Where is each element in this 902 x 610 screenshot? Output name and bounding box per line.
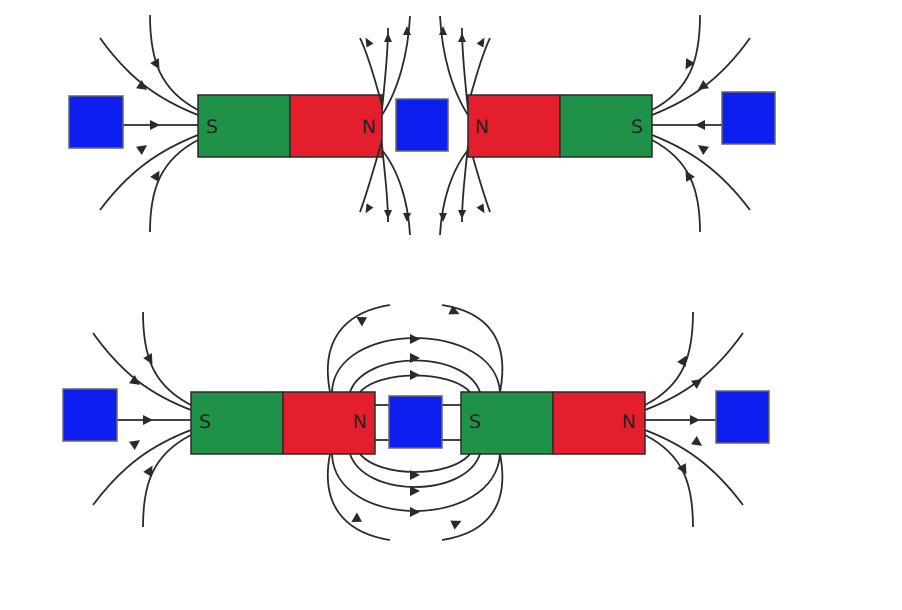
top-repulsion-arrangement: S N	[68, 14, 776, 236]
pole-label: N	[362, 116, 376, 138]
top-left-s-field-lines	[99, 14, 199, 233]
blank-square-middle-top	[395, 98, 449, 152]
bottom-right-magnet: S N	[460, 391, 646, 455]
pole-label: N	[622, 411, 636, 433]
bottom-attraction-arrangement: S N	[62, 304, 770, 541]
blank-square-left-top	[68, 95, 124, 149]
top-right-magnet: N S	[467, 94, 653, 158]
north-pole	[467, 94, 561, 158]
south-pole	[559, 94, 653, 158]
pole-label: S	[469, 411, 481, 433]
blank-square-right-top	[721, 91, 776, 145]
bottom-left-s-field-lines	[92, 311, 192, 528]
pole-label: S	[199, 411, 211, 433]
north-pole	[552, 391, 646, 455]
bottom-left-magnet: S N	[190, 391, 376, 455]
bottom-attraction-field-lines	[326, 304, 504, 541]
pole-label: N	[475, 116, 489, 138]
blank-square-middle-bottom	[388, 395, 443, 449]
pole-label: S	[631, 116, 643, 138]
bottom-right-n-field-lines	[644, 311, 744, 528]
south-pole	[190, 391, 284, 455]
pole-label: S	[206, 116, 218, 138]
blank-square-right-bottom	[715, 390, 770, 444]
top-right-s-field-lines	[651, 14, 751, 233]
north-pole	[289, 94, 383, 158]
pole-label: N	[353, 411, 367, 433]
top-repulsion-field-lines	[359, 15, 491, 236]
blank-square-left-bottom	[62, 388, 118, 442]
north-pole	[282, 391, 376, 455]
top-left-magnet: S N	[197, 94, 383, 158]
south-pole	[460, 391, 554, 455]
